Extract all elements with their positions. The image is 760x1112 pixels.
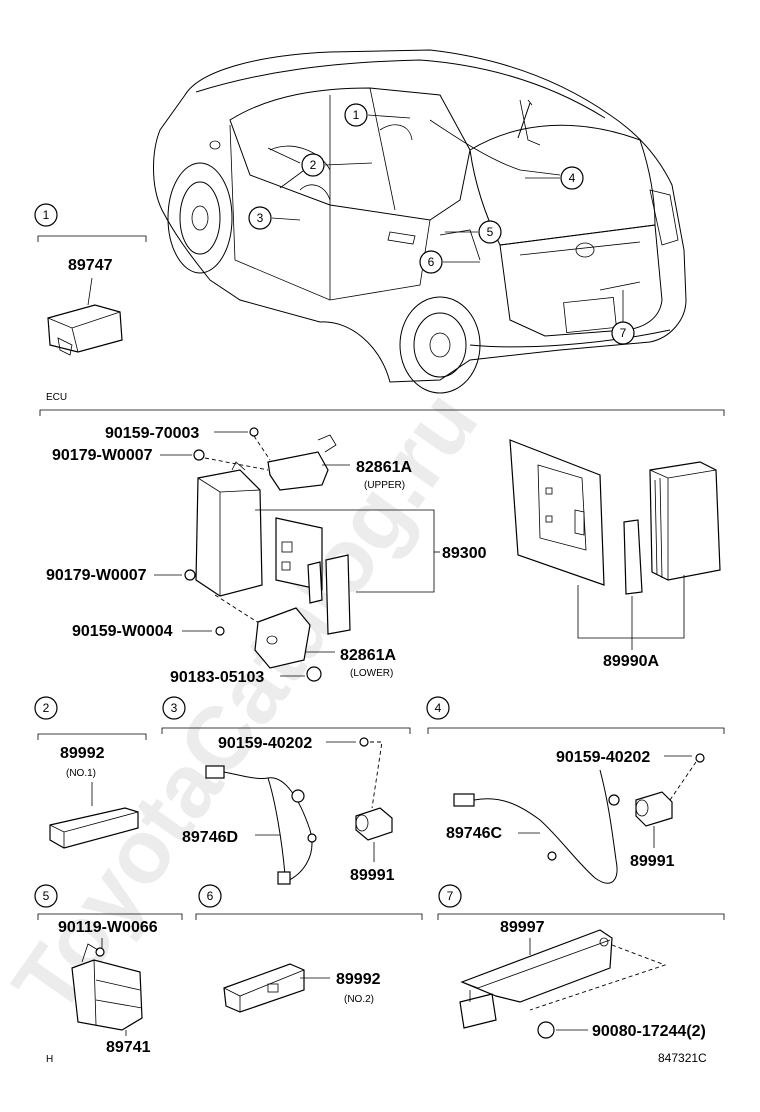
part-89741-drawing <box>71 943 143 1031</box>
part-90179-W0007-upper[interactable]: 90179-W0007 <box>52 447 153 464</box>
screw-icon <box>695 753 705 763</box>
ecu-internals-drawing <box>255 509 435 635</box>
svg-text:2: 2 <box>310 158 317 172</box>
part-89741[interactable]: 89741 <box>106 1039 151 1056</box>
part-89746D[interactable]: 89746D <box>182 829 238 846</box>
bracket-lower-drawing <box>254 607 311 669</box>
ecu-section: ECU 90159-70003 90179-W0007 82861A (UPPE… <box>39 392 725 686</box>
part-89991-s3[interactable]: 89991 <box>350 867 395 884</box>
callout-7[interactable]: 7 <box>611 290 635 345</box>
svg-text:7: 7 <box>620 326 627 340</box>
part-89300[interactable]: 89300 <box>442 545 487 562</box>
svg-text:3: 3 <box>171 701 178 715</box>
callout-6[interactable]: 6 <box>419 250 480 274</box>
part-90159-W0004[interactable]: 90159-W0004 <box>72 623 173 640</box>
svg-text:7: 7 <box>447 889 454 903</box>
svg-text:3: 3 <box>257 211 264 225</box>
part-89990A[interactable]: 89990A <box>603 653 659 670</box>
part-89991-s4[interactable]: 89991 <box>630 853 675 870</box>
part-89997-drawing <box>459 929 667 1029</box>
callout-1[interactable]: 1 <box>344 103 411 127</box>
section-5: 5 90119-W0066 89741 <box>34 884 183 1056</box>
ecu-label: ECU <box>46 392 67 403</box>
svg-text:1: 1 <box>43 208 50 222</box>
svg-text:1: 1 <box>353 108 360 122</box>
part-89992-no2-note: (NO.2) <box>344 994 374 1005</box>
part-90080-17244[interactable]: 90080-17244(2) <box>592 1023 706 1040</box>
part-82861A-lower-note: (LOWER) <box>350 668 393 679</box>
section-6: 6 89992 (NO.2) <box>195 884 423 1013</box>
sensor-89991-s3-drawing <box>355 807 393 841</box>
screw-icon <box>215 626 225 636</box>
part-82861A-lower[interactable]: 82861A <box>340 647 396 664</box>
part-90183-05103[interactable]: 90183-05103 <box>170 669 264 686</box>
screw-icon <box>359 737 369 747</box>
section-7: 7 89997 90080-17244(2) <box>437 884 725 1040</box>
svg-text:6: 6 <box>207 889 214 903</box>
section-1-marker <box>34 203 58 227</box>
part-89747-drawing <box>47 304 123 356</box>
harness-89746D-drawing <box>205 765 317 885</box>
nut-icon <box>537 1021 555 1039</box>
diagram-code: 847321C <box>658 1051 707 1065</box>
sensor-89991-s4-drawing <box>635 791 673 827</box>
part-89992-no2[interactable]: 89992 <box>336 971 381 988</box>
bracket-upper-drawing <box>204 434 337 491</box>
part-89992-no2-drawing <box>223 963 305 1013</box>
ecu-box-drawing <box>195 461 263 597</box>
part-89747[interactable]: 89747 <box>68 257 113 274</box>
part-82861A-upper[interactable]: 82861A <box>356 459 412 476</box>
svg-text:2: 2 <box>43 701 50 715</box>
part-82861A-upper-note: (UPPER) <box>364 480 405 491</box>
section-2: 2 89992 (NO.1) <box>34 696 147 849</box>
section-3: 3 90159-40202 89746D 89991 <box>161 696 411 885</box>
svg-text:5: 5 <box>43 889 50 903</box>
harness-89746C-drawing <box>453 769 620 884</box>
callout-3[interactable]: 3 <box>248 206 301 230</box>
part-89746C[interactable]: 89746C <box>446 825 502 842</box>
part-90179-W0007-lower[interactable]: 90179-W0007 <box>46 567 147 584</box>
callout-4[interactable]: 4 <box>525 166 584 190</box>
part-90159-40202-s4[interactable]: 90159-40202 <box>556 749 650 766</box>
callout-2[interactable]: 2 <box>267 147 373 189</box>
section-4: 4 90159-40202 89746C 89991 <box>426 696 725 884</box>
part-90159-70003[interactable]: 90159-70003 <box>105 425 199 442</box>
svg-text:6: 6 <box>428 255 435 269</box>
nut-icon <box>184 569 196 581</box>
svg-text:5: 5 <box>487 225 494 239</box>
part-90159-40202-s3[interactable]: 90159-40202 <box>218 735 312 752</box>
part-89997[interactable]: 89997 <box>500 919 545 936</box>
part-89990A-drawing <box>509 439 721 595</box>
section-1: 1 89747 <box>34 203 147 356</box>
car-callouts: 1 2 3 4 5 6 <box>248 103 635 345</box>
nut-icon <box>193 449 205 461</box>
part-90119-W0066[interactable]: 90119-W0066 <box>58 919 158 936</box>
car-illustration <box>153 49 687 394</box>
sheet-mark: H <box>46 1054 53 1065</box>
nut-icon <box>306 666 322 682</box>
svg-text:4: 4 <box>435 701 442 715</box>
part-89992-no1[interactable]: 89992 <box>60 745 105 762</box>
part-89992-no1-drawing <box>49 807 139 849</box>
screw-icon <box>249 427 259 437</box>
part-89992-no1-note: (NO.1) <box>66 768 96 779</box>
svg-text:4: 4 <box>569 171 576 185</box>
callout-5[interactable]: 5 <box>445 220 502 244</box>
